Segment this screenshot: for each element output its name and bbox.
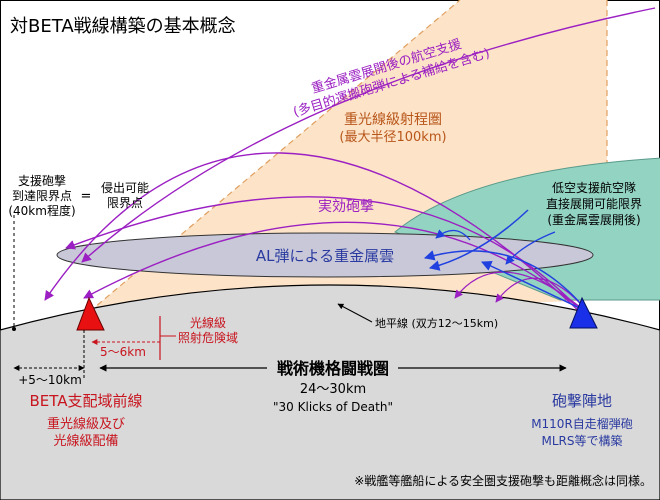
heavy-metal-cloud xyxy=(56,232,594,278)
horizon-label: 地平線 (双方12～15km) xyxy=(375,316,498,330)
arrow-blue-2 xyxy=(481,261,589,313)
arrow-blue-4 xyxy=(435,229,471,241)
horizon-leader xyxy=(337,303,373,323)
footnote: ※戦艦等艦船による安全圏支援砲撃も距離概念は同様。 xyxy=(354,473,652,488)
arrow-blue-3 xyxy=(428,209,529,271)
artillery-label: 砲撃陣地 xyxy=(552,392,612,410)
low-altitude-zone xyxy=(394,157,660,301)
low-altitude-line1: 低空支援航空隊 xyxy=(552,180,636,195)
battle-nickname: "30 Klicks of Death" xyxy=(273,400,393,414)
diagram-title: 対BETA戦線構築の基本概念 xyxy=(10,15,236,37)
arc-short-1 xyxy=(454,271,587,313)
low-altitude-line2: 直接展開可能限界 xyxy=(546,196,642,211)
beta-front-label: BETA支配域前線 xyxy=(29,392,142,410)
arc-effective-bombardment-1 xyxy=(65,196,583,313)
invasion-limit-line2: 限界点 xyxy=(107,196,143,210)
effective-bombardment-label: 実効砲撃 xyxy=(318,199,374,215)
equals-sign: = xyxy=(81,189,92,204)
artillery-sub-line2: MLRS等で構築 xyxy=(542,433,623,448)
laser-danger-line2: 照射危険域 xyxy=(178,330,238,345)
heavy-metal-cloud-label: AL弾による重金属雲 xyxy=(256,247,394,265)
battle-zone-label: 戦術機格闘戦圏 xyxy=(277,359,389,378)
beta-sub-line2: 光線級配備 xyxy=(53,433,118,449)
low-altitude-line3: (重金属雲展開後) xyxy=(547,212,640,227)
arc-effective-bombardment-2 xyxy=(83,221,585,313)
ground-area xyxy=(0,284,660,500)
battle-distance: 24～30km xyxy=(300,382,366,397)
dist-5-6km: 5～6km xyxy=(100,345,146,359)
support-limit-line1: 支援砲撃 xyxy=(18,173,66,188)
arc-air-support-long xyxy=(44,152,581,313)
red-triangle-icon xyxy=(76,296,105,331)
beta-sub-line1: 重光線級及び xyxy=(47,416,125,432)
support-limit-line2: 到達限界点 xyxy=(12,189,72,203)
light-range-line2: (最大半径100km) xyxy=(339,130,446,145)
invasion-limit-line1: 侵出可能 xyxy=(101,180,149,195)
support-limit-line3: (40km程度) xyxy=(8,203,75,218)
light-range-line1: 重光線級射程圏 xyxy=(344,112,442,128)
arrow-blue-5 xyxy=(505,231,556,265)
dist-plus-5-10km: +5～10km xyxy=(18,373,82,387)
support-limit-point xyxy=(12,327,16,331)
artillery-sub-line1: M110R自走榴弾砲 xyxy=(531,417,633,431)
arc-air-support-top xyxy=(81,7,656,263)
blue-triangle-icon xyxy=(569,296,598,329)
laser-danger-line1: 光線級 xyxy=(190,315,226,330)
